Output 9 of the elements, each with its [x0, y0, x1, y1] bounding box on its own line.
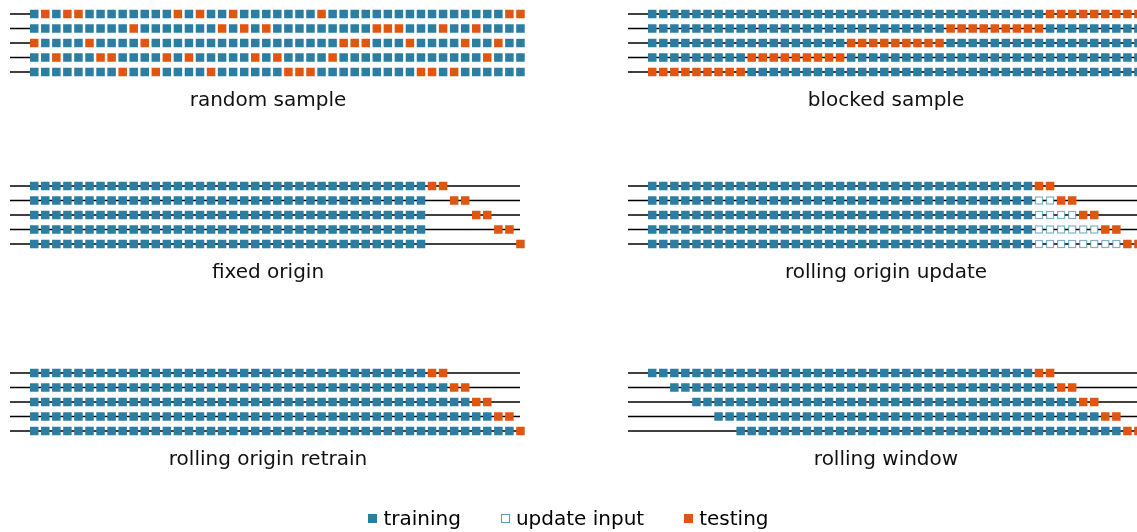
legend-label: training: [383, 506, 461, 530]
legend-label: update input: [515, 506, 645, 530]
panel-title: rolling origin update: [784, 259, 988, 283]
panel-title: rolling origin retrain: [168, 446, 368, 470]
panel-title: random sample: [189, 87, 347, 111]
panel-title: blocked sample: [807, 87, 965, 111]
panel-title: fixed origin: [211, 259, 325, 283]
legend-label: testing: [699, 506, 769, 530]
panel-title: rolling window: [813, 446, 959, 470]
